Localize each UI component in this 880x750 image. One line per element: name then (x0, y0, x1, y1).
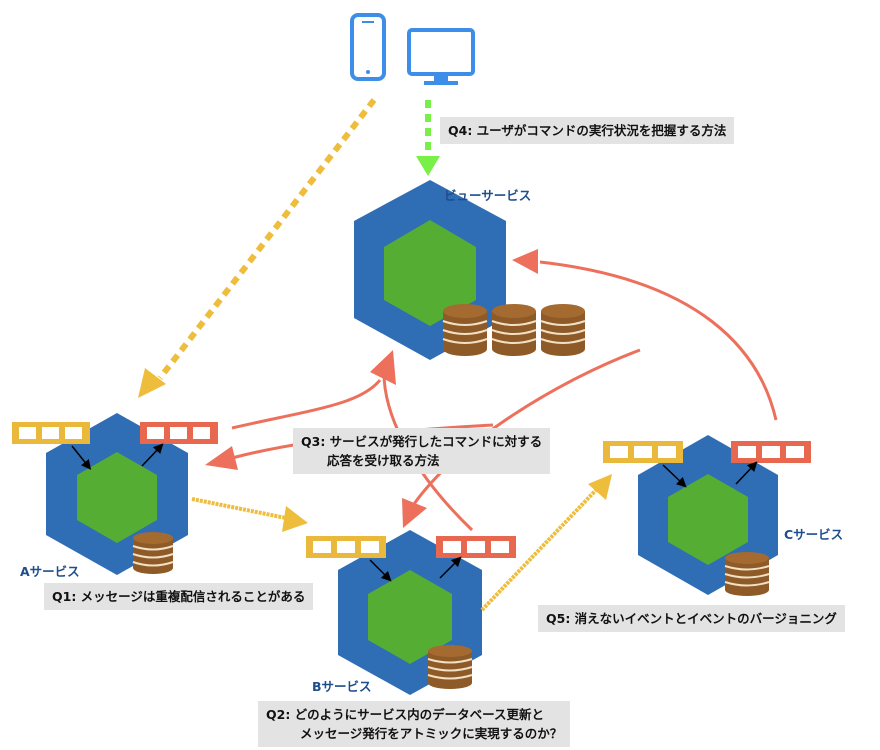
question-q2-line2: メッセージ発行をアトミックに実現するのか？ (300, 726, 563, 741)
green-dotted-arrow (416, 100, 440, 176)
red-arrow-a-to-view (231, 350, 396, 430)
smartphone-icon (350, 13, 386, 81)
question-q4-text: Q4: ユーザがコマンドの実行状況を把握する方法 (448, 123, 727, 138)
c-service-label: Cサービス (784, 527, 844, 542)
desktop-monitor-icon (407, 28, 475, 85)
a-service-label: Aサービス (20, 564, 80, 579)
c-outbound-message-queue-icon (731, 441, 811, 463)
b-service-database-icon (427, 645, 473, 689)
question-q5-text: Q5: 消えないイベントとイベントのバージョニング (546, 611, 837, 626)
view-service-database-icon (442, 304, 586, 356)
c-inbound-message-queue-icon (603, 441, 683, 463)
question-q1-box: Q1: メッセージは重複配信されることがある (44, 583, 314, 610)
yellow-event-arrow-b-to-c (480, 474, 612, 612)
question-q2-line1: Q2: どのようにサービス内のデータベース更新と (266, 707, 545, 722)
question-q3-line1: Q3: サービスが発行したコマンドに対する (301, 434, 543, 449)
question-q3-line2: 応答を受け取る方法 (327, 453, 440, 468)
question-q1-text: Q1: メッセージは重複配信されることがある (52, 589, 306, 604)
red-arrow-c-to-view (512, 249, 778, 421)
question-q5-box: Q5: 消えないイベントとイベントのバージョニング (538, 605, 845, 632)
a-outbound-message-queue-icon (140, 422, 218, 444)
question-q4-box: Q4: ユーザがコマンドの実行状況を把握する方法 (440, 117, 735, 144)
question-q2-box: Q2: どのようにサービス内のデータベース更新と メッセージ発行をアトミックに実… (258, 701, 571, 747)
yellow-event-arrow-a-to-b (191, 497, 308, 532)
b-service-label: Bサービス (312, 679, 372, 694)
b-inbound-message-queue-icon (306, 536, 386, 558)
c-service-database-icon (724, 552, 770, 596)
a-service-database-icon (132, 532, 174, 574)
question-q3-box: Q3: サービスが発行したコマンドに対する 応答を受け取る方法 (293, 428, 551, 474)
yellow-dotted-arrow (138, 98, 377, 398)
view-service-label: ビューサービス (444, 188, 532, 203)
red-arrow-c-to-b (402, 348, 641, 528)
b-outbound-message-queue-icon (436, 536, 516, 558)
a-inbound-message-queue-icon (12, 422, 90, 444)
